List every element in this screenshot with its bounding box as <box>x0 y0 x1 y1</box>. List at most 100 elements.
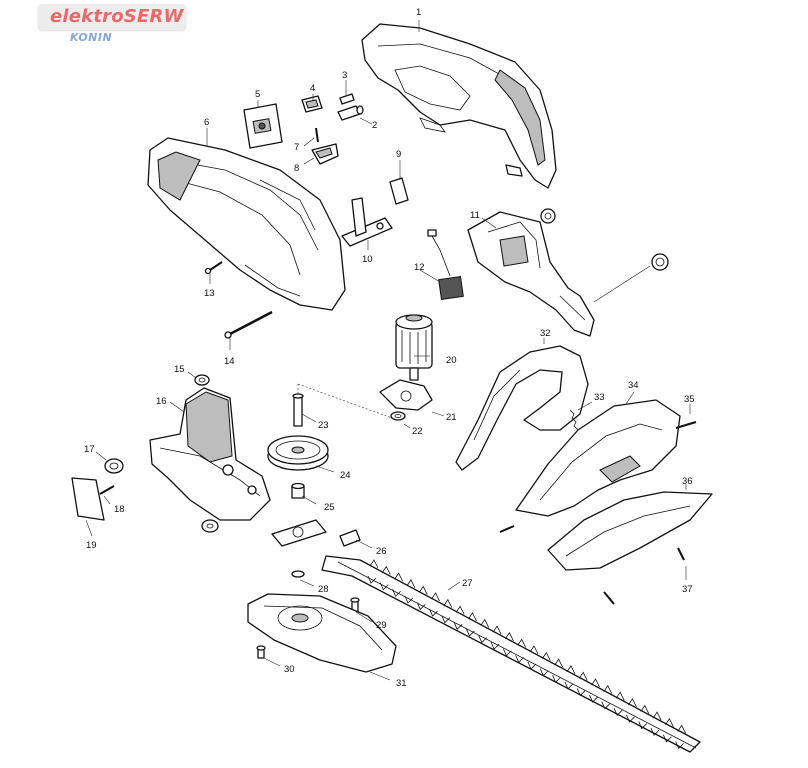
watermark-city: KONIN <box>70 31 113 44</box>
blade-tooth-upper <box>566 665 576 675</box>
part-23-shaft <box>292 393 304 427</box>
blade-tooth-upper <box>652 711 662 721</box>
blade-tooth-upper <box>554 658 563 668</box>
blade-tooth-lower <box>515 655 524 664</box>
part-27-blade <box>321 555 701 753</box>
label-16: 16 <box>156 396 167 407</box>
part-2-pin <box>337 105 364 121</box>
label-37: 37 <box>682 584 693 595</box>
label-13: 13 <box>204 288 215 299</box>
blade-tooth-lower <box>441 615 451 624</box>
part-7-pin <box>315 127 319 143</box>
blade-tooth-upper <box>517 638 527 648</box>
part-20-motor <box>395 314 433 381</box>
part-13-screw <box>204 261 223 275</box>
part-31-bottom-cover <box>247 593 397 673</box>
blade-tooth-upper <box>628 698 637 708</box>
label-12: 12 <box>414 262 425 273</box>
part-29-screw <box>350 597 360 613</box>
label-23: 23 <box>318 420 329 431</box>
label-22: 22 <box>412 426 423 437</box>
blade-tooth-lower <box>601 701 611 710</box>
part-22-washer <box>390 411 406 421</box>
part-11-frame <box>467 208 669 337</box>
part-36-guard <box>547 491 713 571</box>
part-18-screw <box>99 485 115 495</box>
blade-tooth-lower <box>490 641 500 650</box>
label-14: 14 <box>224 356 235 367</box>
label-32: 32 <box>540 328 551 339</box>
label-8: 8 <box>294 163 299 174</box>
blade-tooth-upper <box>665 717 674 727</box>
part-6-handle-housing <box>147 137 346 311</box>
blade-tooth-lower <box>392 589 401 597</box>
part-32-front-handle <box>455 345 589 471</box>
watermark-logo: elektroSERW <box>38 4 186 30</box>
blade-tooth-lower <box>379 582 389 591</box>
blade-tooth-upper <box>615 691 625 701</box>
part-8-lever <box>311 143 339 165</box>
blade-tooth-upper <box>492 625 502 635</box>
blade-tooth-upper <box>578 671 588 681</box>
part-21-motor-plate <box>379 379 433 411</box>
blade-tooth-upper <box>443 598 453 608</box>
part-24-gear <box>267 435 329 471</box>
blade-tooth-lower <box>539 668 549 677</box>
part-4-switch <box>301 95 323 113</box>
label-5: 5 <box>255 89 260 100</box>
blade-tooth-lower <box>527 661 537 670</box>
part-1-rear-housing <box>361 23 557 189</box>
label-4: 4 <box>310 83 315 94</box>
label-10: 10 <box>362 254 373 265</box>
blade-tooth-lower <box>564 681 574 690</box>
blade-tooth-upper <box>640 704 650 714</box>
label-19: 19 <box>86 540 97 551</box>
label-9: 9 <box>396 149 401 160</box>
blade-tooth-upper <box>418 585 428 595</box>
label-20: 20 <box>446 355 457 366</box>
label-35: 35 <box>684 394 695 405</box>
part-16-gear-housing <box>149 387 271 521</box>
grommet-lower <box>201 519 219 533</box>
watermark-brand: elektroSERW <box>50 6 184 27</box>
part-number-labels: 1 2 3 4 5 6 7 8 9 10 11 12 13 14 15 16 1… <box>84 7 695 689</box>
part-15-ring <box>194 374 210 386</box>
label-34: 34 <box>628 380 639 391</box>
blade-tooth-lower <box>663 734 672 743</box>
label-30: 30 <box>284 664 295 675</box>
label-25: 25 <box>324 502 335 513</box>
blade-tooth-upper <box>677 724 687 734</box>
blade-tooth-upper <box>394 572 403 582</box>
part-26-connector <box>271 519 361 547</box>
blade-tooth-upper <box>369 559 379 569</box>
label-29: 29 <box>376 620 387 631</box>
blade-tooth-lower <box>367 575 377 584</box>
label-2: 2 <box>372 120 377 131</box>
part-5-board <box>243 103 283 149</box>
blade-tooth-upper <box>406 579 416 589</box>
part-12-brush <box>427 229 464 300</box>
part-17-nut <box>104 458 124 474</box>
blade-tooth-upper <box>603 684 613 694</box>
label-1: 1 <box>416 7 421 18</box>
blade-tooth-upper <box>591 678 600 688</box>
part-9-bracket <box>389 177 409 205</box>
part-14-long-screw <box>224 310 273 339</box>
blade-tooth-lower <box>576 688 586 697</box>
blade-tooth-lower <box>626 714 635 723</box>
blade-tooth-lower <box>429 608 438 617</box>
blade-tooth-lower <box>416 602 426 611</box>
blade-tooth-upper <box>468 612 477 622</box>
label-11: 11 <box>470 210 480 221</box>
part-19-plate <box>71 477 105 521</box>
part-3-pin <box>339 93 355 105</box>
blade-tooth-upper <box>529 645 539 655</box>
part-10-lock-bracket <box>341 197 393 247</box>
label-33: 33 <box>594 392 605 403</box>
blade-tooth-lower <box>638 721 648 730</box>
blade-tooth-upper <box>455 605 465 615</box>
blade-tooth-lower <box>453 622 463 631</box>
label-36: 36 <box>682 476 693 487</box>
part-35-screw <box>675 421 697 429</box>
